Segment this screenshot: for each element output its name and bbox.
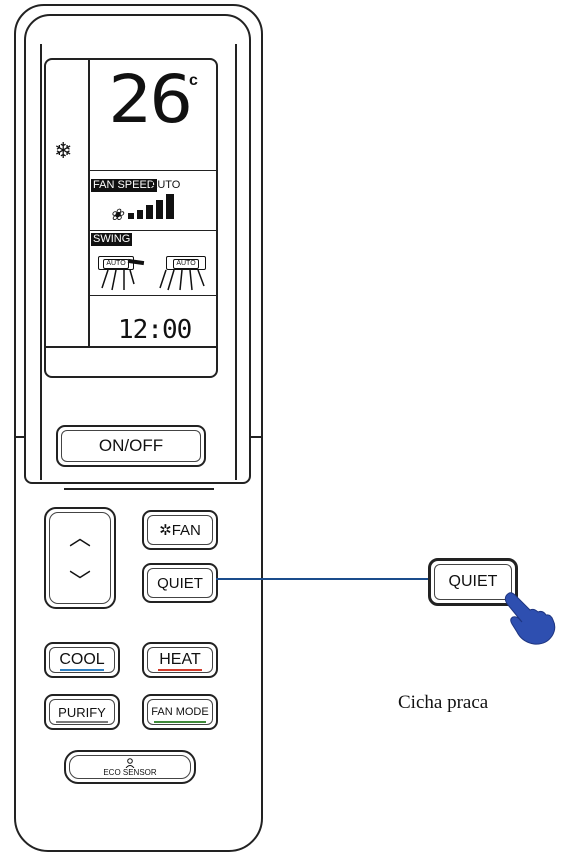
hinge-right <box>251 436 263 438</box>
callout-connector-line <box>216 578 430 580</box>
cool-label: COOL <box>59 651 105 668</box>
swing-horizontal-airflow-icon <box>159 269 205 291</box>
swing-vertical-airflow-icon <box>101 269 135 291</box>
temperature-rocker <box>44 507 116 609</box>
purify-label: PURIFY <box>58 704 106 720</box>
lcd-screen <box>44 58 218 378</box>
purify-button[interactable]: PURIFY <box>44 694 120 730</box>
fan-mode-button[interactable]: FAN MODE <box>142 694 218 730</box>
fan-mode-underline <box>154 721 206 723</box>
hinge-left <box>14 436 24 438</box>
temperature-readout: 26 <box>108 61 193 138</box>
fan-blade-icon: ❀ <box>110 207 124 224</box>
cool-button[interactable]: COOL <box>44 642 120 678</box>
snowflake-icon: ❄ <box>54 138 73 163</box>
person-icon <box>125 757 135 768</box>
swing-tag: SWING <box>91 233 133 246</box>
temperature-down-button[interactable]: ﹀ <box>58 562 102 598</box>
fan-speed-bar <box>166 194 174 219</box>
chevron-down-icon: ﹀ <box>68 569 91 594</box>
fan-speed-bar <box>137 210 143 219</box>
quiet-label: QUIET <box>157 574 203 592</box>
heat-label: HEAT <box>159 651 201 668</box>
quiet-button-callout: QUIET <box>428 558 518 606</box>
pointing-hand-icon <box>504 592 556 645</box>
fan-speed-bar <box>146 205 153 219</box>
lcd-divider-3 <box>88 295 216 296</box>
heat-underline <box>158 669 202 671</box>
cool-underline <box>60 669 104 671</box>
eco-sensor-label: ECO SENSOR <box>103 767 157 777</box>
swing-horizontal-box: AUTO <box>166 256 206 270</box>
on-off-label: ON/OFF <box>98 436 164 455</box>
lcd-divider-2 <box>88 230 216 231</box>
lcd-divider-vertical <box>88 60 90 346</box>
chevron-up-icon: ︿ <box>68 525 91 550</box>
fan-speed-bar <box>128 213 134 219</box>
panel-edge-left <box>40 44 42 480</box>
on-off-button[interactable]: ON/OFF <box>56 425 206 467</box>
fan-icon: ✲ <box>159 522 172 539</box>
clock-readout: 12:00 <box>118 315 192 345</box>
lcd-divider-1 <box>88 170 216 171</box>
temperature-up-button[interactable]: ︿ <box>58 518 102 554</box>
fan-speed-tag: FAN SPEED <box>91 179 157 192</box>
lcd-divider-bottom <box>46 346 216 348</box>
temperature-unit: c <box>189 72 198 89</box>
fan-button[interactable]: ✲FAN <box>142 510 218 550</box>
panel-base-line <box>64 488 214 490</box>
swing-auto-label: AUTO <box>103 259 129 269</box>
callout-caption: Cicha praca <box>398 692 489 713</box>
fan-mode-label: FAN MODE <box>151 706 209 718</box>
remote-display-panel <box>24 14 251 484</box>
quiet-button[interactable]: QUIET <box>142 563 218 603</box>
purify-underline <box>56 721 108 723</box>
fan-speed-mode: AUTO <box>150 179 181 191</box>
fan-label: FAN <box>171 522 201 539</box>
eco-sensor-button[interactable]: ECO SENSOR <box>64 750 196 784</box>
swing-auto-label: AUTO <box>173 259 199 269</box>
panel-edge-right <box>235 44 237 480</box>
quiet-callout-label: QUIET <box>448 573 498 590</box>
swing-vertical-box: AUTO <box>98 256 134 270</box>
fan-speed-bar <box>156 200 163 219</box>
heat-button[interactable]: HEAT <box>142 642 218 678</box>
